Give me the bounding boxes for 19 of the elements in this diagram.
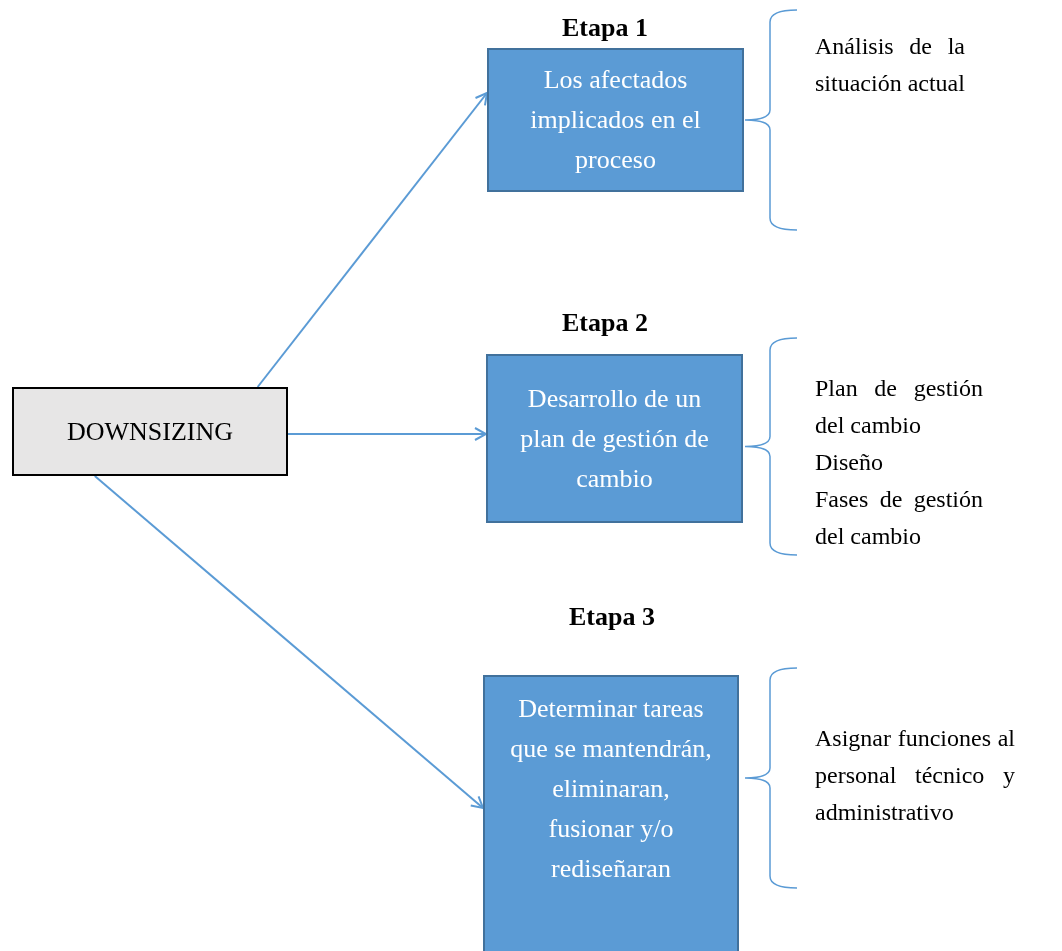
stage-heading: Etapa 1 [562,12,648,44]
note-text: Asignar funciones al personal técnico y administrativo [815,724,1015,827]
box-text: Los afectados implicados en el proceso [529,64,702,176]
note-text: Fases de gestión del cambio [815,485,983,551]
process-box [483,675,739,951]
note-text: Diseño [815,448,884,477]
stage-heading: Etapa 3 [569,601,655,633]
box-text: Determinar tareas que se mantendrán, eliminaran, fusionar y/o rediseñaran [509,693,713,885]
arrow [93,475,484,809]
stage-heading: Etapa 2 [562,307,648,339]
arrow [287,427,487,441]
process-box [486,354,743,523]
note-text: Análisis de la situación actual [815,32,965,98]
process-box [12,387,288,476]
arrow [256,92,488,388]
process-box [487,48,744,192]
box-text: DOWNSIZING [66,415,234,448]
box-text: Desarrollo de un plan de gestión de cambio [519,382,710,495]
note-text: Plan de gestión del cambio [815,374,983,440]
